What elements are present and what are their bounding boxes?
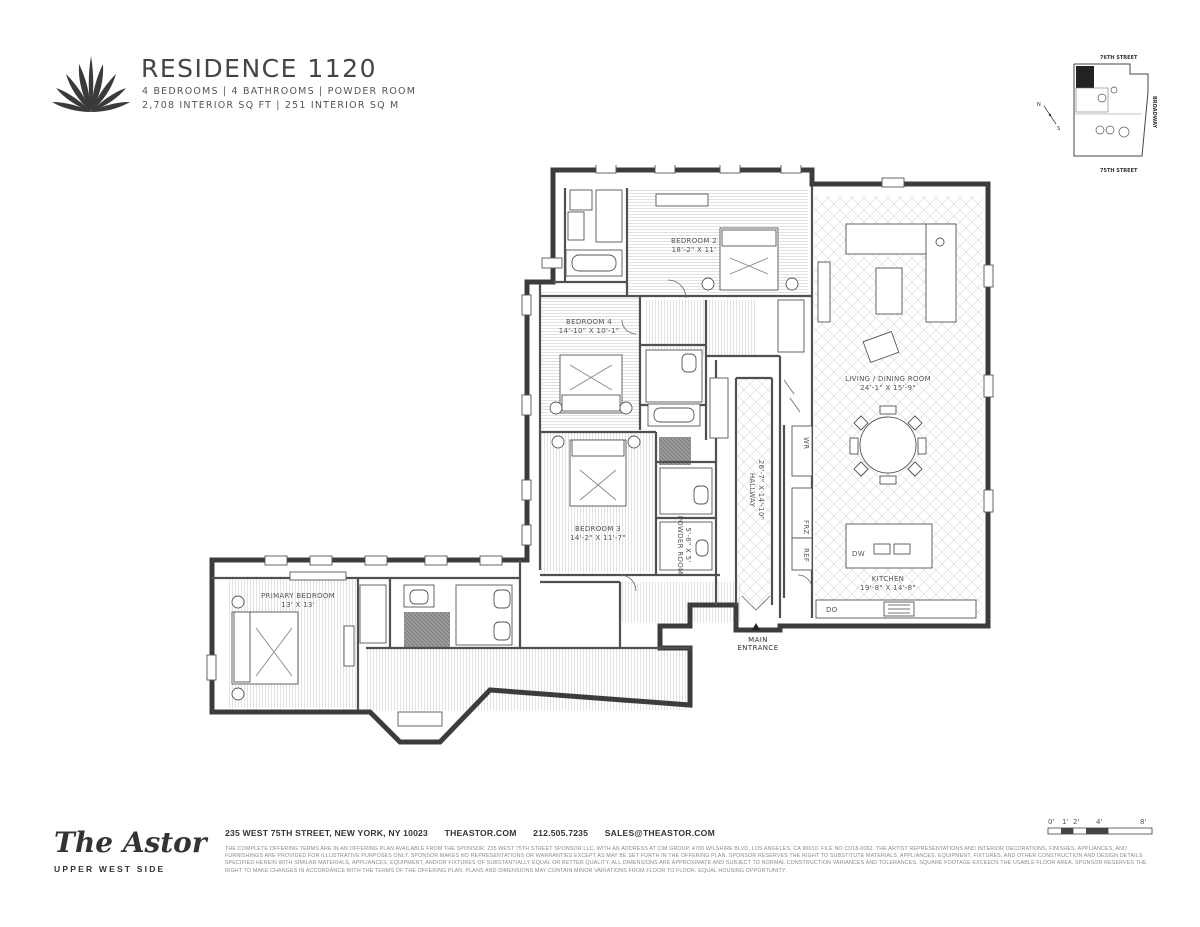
floor-plan: BEDROOM 2 18'-2" X 11' BEDROOM 4 14'-10"… <box>206 165 994 745</box>
residence-location-marker <box>1076 66 1094 88</box>
appliance-label-frz: FRZ <box>802 520 810 535</box>
appliance-label-dw: DW <box>852 550 865 558</box>
room-label-bedroom-3: BEDROOM 3 <box>575 525 621 533</box>
appliance-label-wr: WR <box>802 437 810 449</box>
address-text: 235 WEST 75TH STREET, NEW YORK, NY 10023 <box>225 828 429 838</box>
room-dims-kitchen: 19'-8" X 14'-8" <box>860 584 916 592</box>
website-link[interactable]: THEASTOR.COM <box>444 828 517 838</box>
entrance-label-line-1: MAIN <box>748 636 768 644</box>
page-title: RESIDENCE 1120 <box>141 54 377 83</box>
appliance-label-do: DO <box>826 606 838 614</box>
compass-south-label: S <box>1057 126 1060 132</box>
street-label-top: 76TH STREET <box>1100 55 1138 61</box>
email-link[interactable]: SALES@THEASTOR.COM <box>604 828 715 838</box>
main-entrance-arrow-icon <box>752 623 760 630</box>
entrance-label-line-2: ENTRANCE <box>737 644 778 652</box>
room-dims-hallway: 26'-7" X 14'-10" <box>757 460 765 521</box>
room-label-hallway: HALLWAY <box>748 473 756 508</box>
room-count-summary: 4 BEDROOMS | 4 BATHROOMS | POWDER ROOM <box>142 86 417 97</box>
key-plan: 76TH STREET 75TH STREET BROADWAY N S <box>1037 55 1157 174</box>
street-label-bottom: 75TH STREET <box>1100 168 1138 174</box>
brand-tagline: UPPER WEST SIDE <box>54 864 166 874</box>
brand-wordmark: The Astor <box>54 826 207 859</box>
legal-disclaimer: The complete offering terms are in an of… <box>225 846 1147 874</box>
room-dims-bedroom-3: 14'-2" X 11'-7" <box>570 534 626 542</box>
leaf-fan-icon <box>52 56 130 112</box>
scale-tick-label: 0' <box>1048 818 1054 826</box>
room-dims-bedroom-2: 18'-2" X 11' <box>672 246 717 254</box>
street-label-side: BROADWAY <box>1151 96 1157 128</box>
contact-line: 235 WEST 75TH STREET, NEW YORK, NY 10023… <box>225 828 729 838</box>
appliance-label-ref: REF <box>802 548 810 562</box>
scale-tick-label: 8' <box>1140 818 1146 826</box>
room-label-living-dining: LIVING / DINING ROOM <box>845 375 931 383</box>
room-label-primary-bedroom: PRIMARY BEDROOM <box>261 592 335 600</box>
room-dims-primary-bedroom: 13' X 13' <box>281 601 315 609</box>
room-label-bedroom-4: BEDROOM 4 <box>566 318 612 326</box>
room-label-kitchen: KITCHEN <box>872 575 904 583</box>
room-dims-powder-room: 5'-6" X 5' <box>684 527 692 562</box>
room-label-bedroom-2: BEDROOM 2 <box>671 237 717 245</box>
room-dims-bedroom-4: 14'-10" X 10'-1" <box>559 327 620 335</box>
scale-tick-label: 2' <box>1073 818 1079 826</box>
room-dims-living-dining: 24'-1" X 15'-9" <box>860 384 916 392</box>
compass-north-label: N <box>1037 102 1041 108</box>
scale-tick-label: 4' <box>1096 818 1102 826</box>
scale-bar: 0' 1' 2' 4' 8' <box>1047 818 1153 835</box>
phone-link[interactable]: 212.505.7235 <box>533 828 589 838</box>
area-summary: 2,708 INTERIOR SQ FT | 251 INTERIOR SQ M <box>142 100 400 111</box>
scale-tick-label: 1' <box>1062 818 1068 826</box>
room-label-powder-room: POWDER ROOM <box>676 516 684 575</box>
compass-icon: N S <box>1037 102 1060 132</box>
